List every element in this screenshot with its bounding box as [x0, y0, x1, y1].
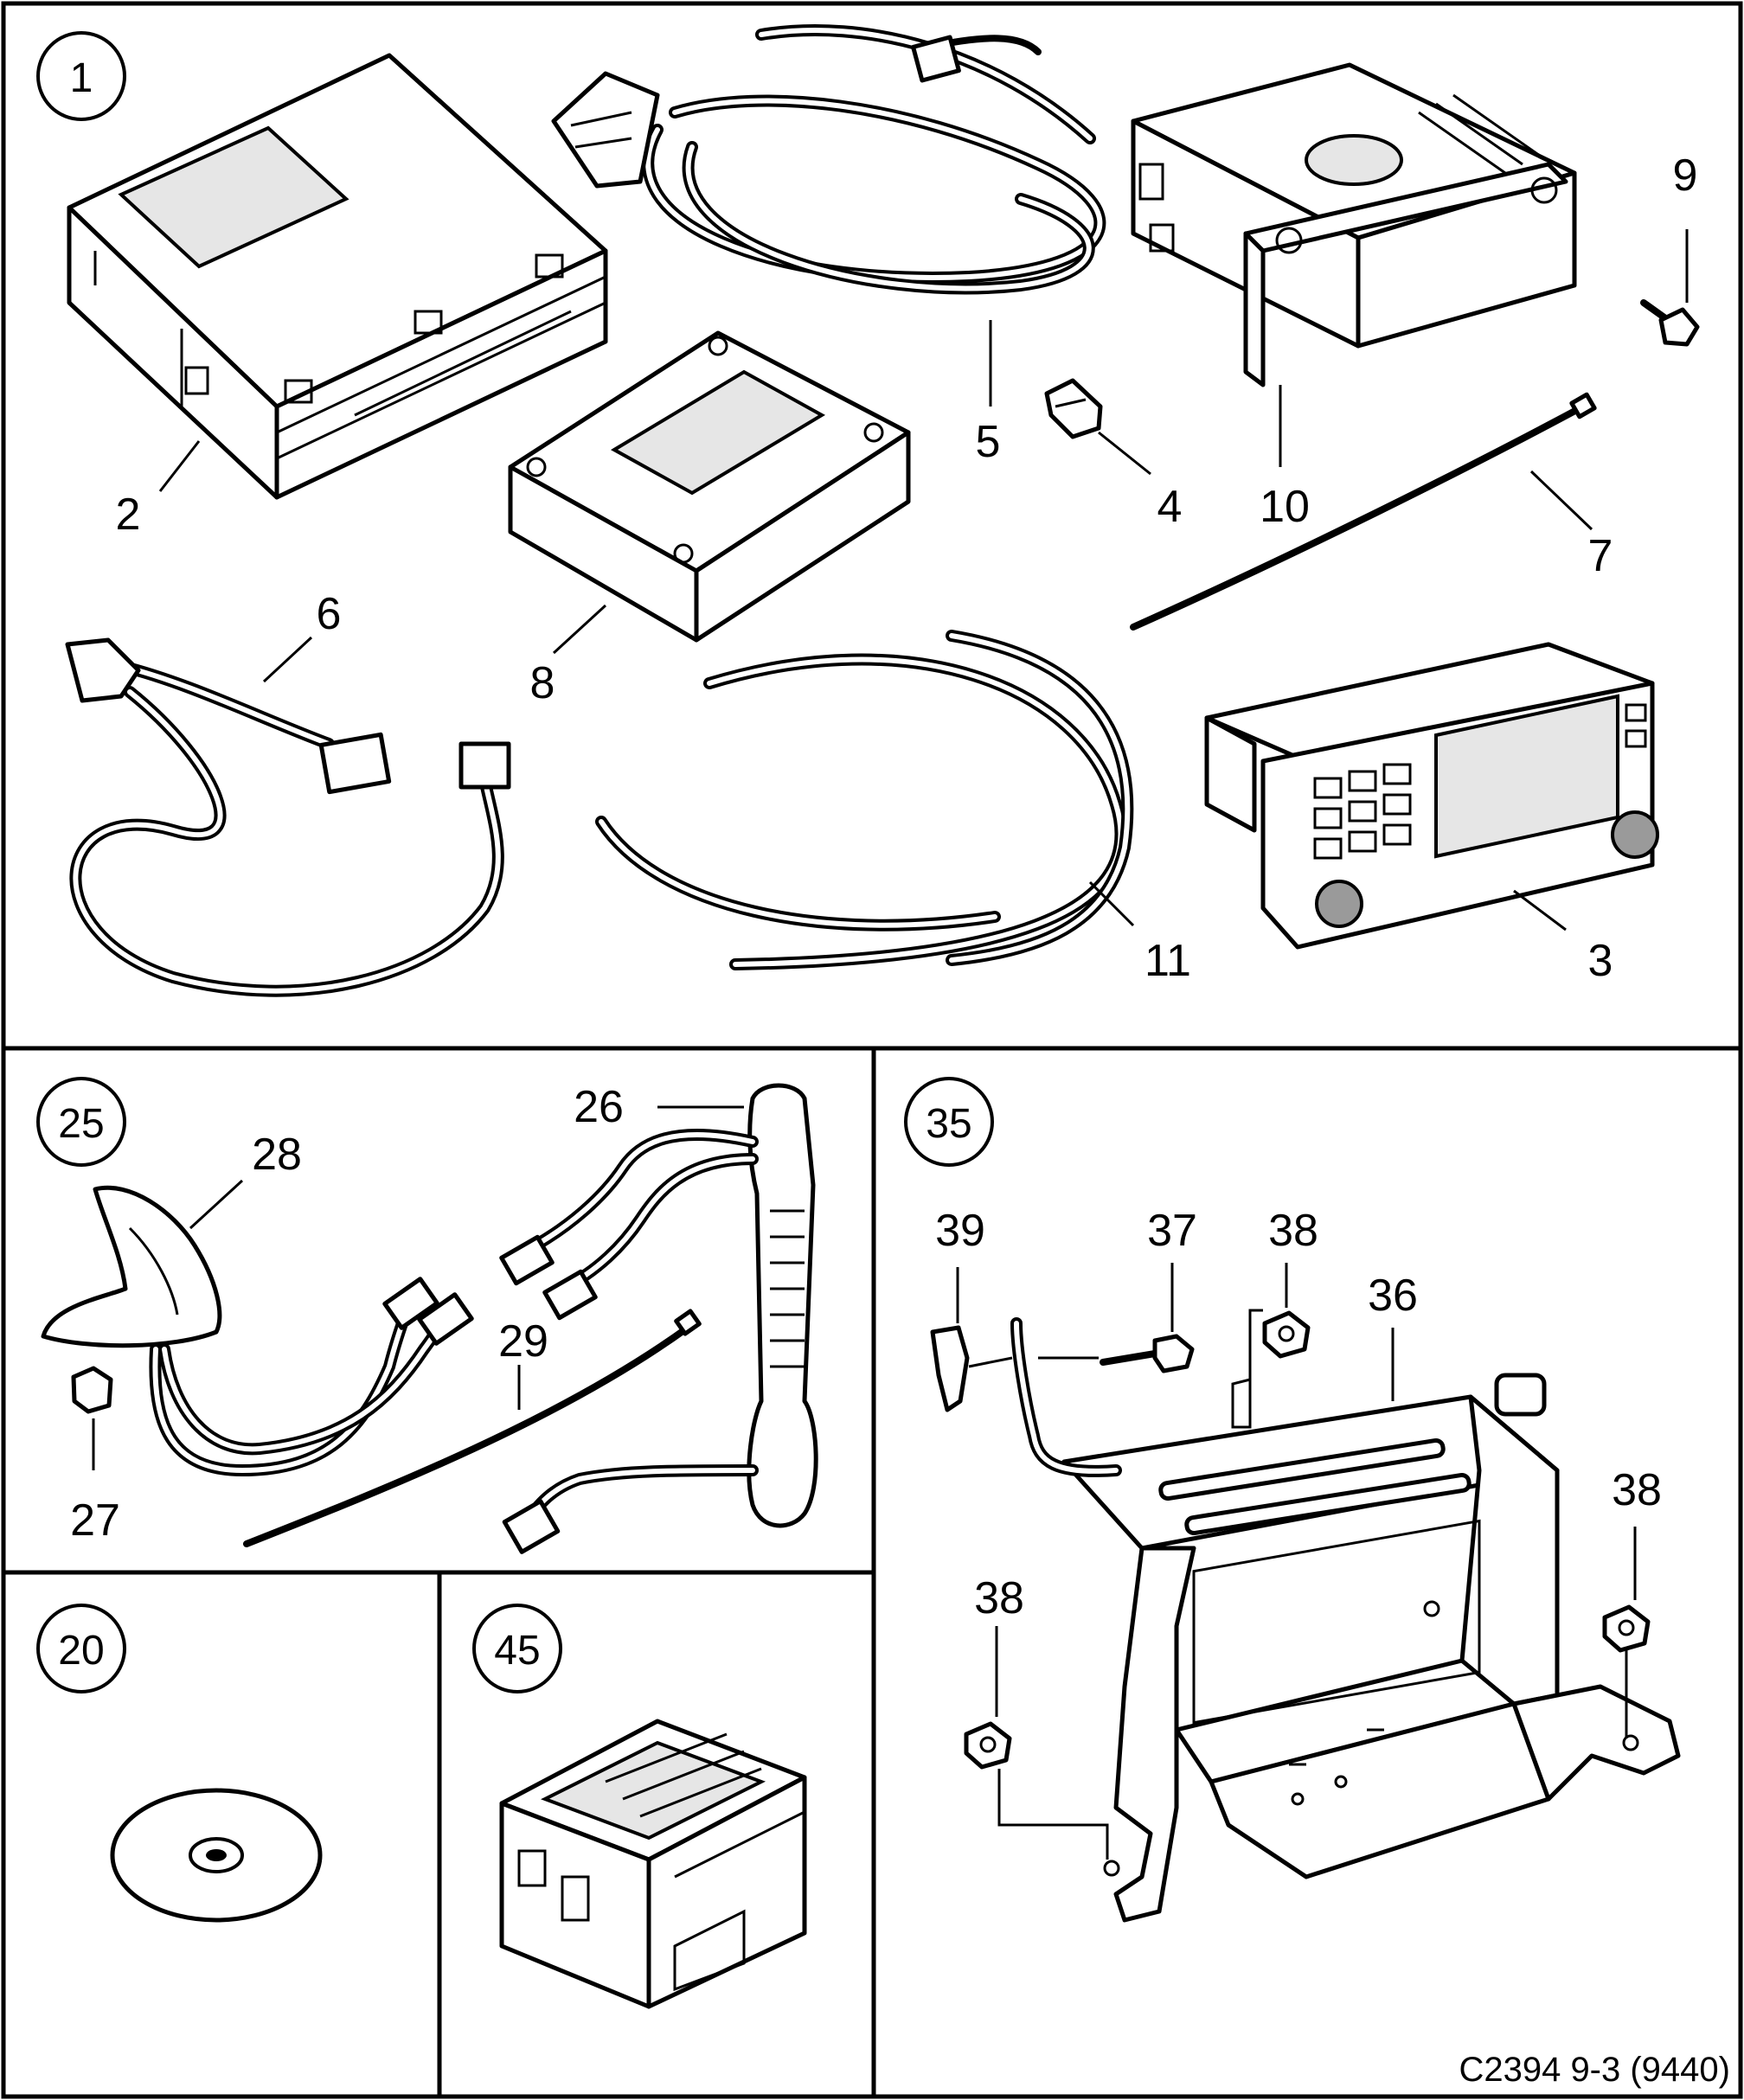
unit-45-drawing	[499, 1719, 807, 2009]
clip-39-drawing	[930, 1317, 1122, 1477]
nut-38-top-drawing	[1231, 1309, 1311, 1429]
callout-6: 6	[317, 589, 342, 639]
callout-9: 9	[1673, 150, 1698, 201]
group-circle-1	[36, 31, 126, 121]
callout-5: 5	[976, 417, 1001, 467]
antenna-28-drawing	[41, 1185, 474, 1477]
group-label-45: 45	[494, 1628, 540, 1674]
callout-10: 10	[1260, 482, 1310, 532]
callout-38-top: 38	[1268, 1206, 1318, 1256]
callout-26: 26	[574, 1082, 624, 1132]
module-8-drawing	[508, 330, 911, 643]
cable-tie-7-drawing	[1130, 392, 1597, 631]
callout-29: 29	[498, 1316, 548, 1367]
callout-8: 8	[530, 658, 555, 708]
callout-38-right: 38	[1612, 1465, 1662, 1515]
group-circle-25	[36, 1077, 126, 1167]
group-label-1: 1	[70, 55, 93, 101]
panel-25: 25	[36, 1077, 818, 1554]
group-circle-35	[904, 1077, 994, 1167]
cables-11-drawing	[595, 630, 1134, 970]
figure-caption: C2394 9-3 (9440)	[1459, 2051, 1730, 2089]
callout-3: 3	[1588, 936, 1613, 986]
leaders-panel-1	[158, 229, 1689, 932]
panel-1: 1	[36, 24, 1700, 997]
group-circle-20	[36, 1604, 126, 1693]
nut-38-right-drawing	[1602, 1604, 1651, 1738]
callout-37: 37	[1147, 1206, 1197, 1256]
group-label-35: 35	[926, 1101, 971, 1147]
leaders-panel-25	[92, 1105, 744, 1470]
callout-7: 7	[1588, 531, 1613, 581]
panel-35: 35	[904, 1077, 1681, 1923]
bracket-36-drawing	[1061, 1373, 1681, 1923]
harness-6-drawing	[65, 637, 511, 997]
panel-20: 20	[36, 1604, 323, 1923]
callout-4: 4	[1157, 482, 1183, 532]
harness-26-drawing	[499, 1083, 818, 1554]
leaders-panel-35	[956, 1263, 1637, 1717]
callout-39: 39	[935, 1206, 985, 1256]
wiring-harness-drawing	[551, 24, 1106, 295]
button-grid	[1313, 703, 1647, 860]
callout-28: 28	[252, 1130, 302, 1180]
nut-27-drawing	[71, 1366, 113, 1414]
nut-38-left-drawing	[964, 1721, 1109, 1860]
bracket-module-drawing	[1131, 62, 1577, 387]
group-circle-45	[472, 1604, 562, 1693]
cable-tie-29-drawing	[243, 1309, 702, 1547]
group-label-25: 25	[58, 1101, 104, 1147]
callout-38-left: 38	[974, 1573, 1024, 1623]
callout-2: 2	[116, 490, 141, 540]
callout-11: 11	[1144, 936, 1191, 986]
nav-unit-drawing	[67, 53, 608, 500]
panel-45: 45	[472, 1604, 807, 2009]
connector-4-drawing	[1044, 378, 1103, 439]
disc-20-drawing	[110, 1788, 323, 1923]
group-label-20: 20	[58, 1628, 104, 1674]
callout-27: 27	[70, 1495, 120, 1546]
head-unit-3-drawing	[1204, 642, 1659, 950]
bolt-37-drawing	[1100, 1334, 1195, 1373]
screw-9-drawing	[1640, 299, 1700, 347]
callout-36: 36	[1368, 1271, 1418, 1321]
